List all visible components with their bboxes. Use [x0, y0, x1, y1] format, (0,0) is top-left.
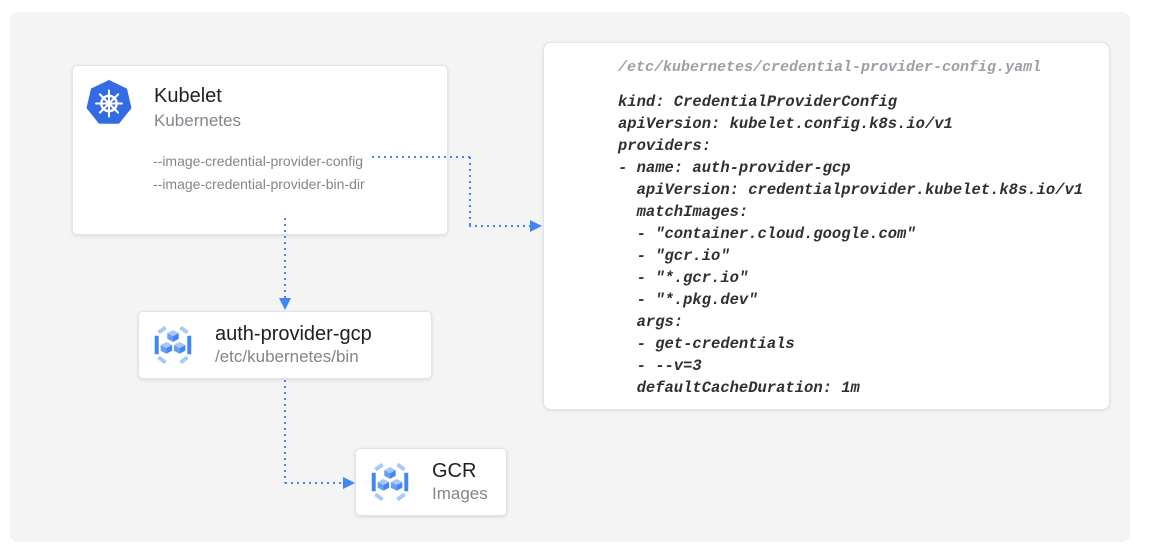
auth-provider-gcp-node: auth-provider-gcp /etc/kubernetes/bin — [138, 311, 432, 379]
connector-config-to-yaml-segment — [469, 157, 471, 226]
connector-kubelet-to-authprovider — [284, 218, 286, 299]
container-registry-icon — [368, 460, 412, 504]
credential-provider-config-panel: /etc/kubernetes/credential-provider-conf… — [543, 42, 1110, 410]
kubelet-node: Kubelet Kubernetes --image-credential-pr… — [72, 65, 448, 235]
kubernetes-icon — [85, 79, 133, 127]
kubelet-subtitle: Kubernetes — [154, 111, 241, 130]
gcr-title: GCR — [432, 460, 477, 482]
auth-provider-path: /etc/kubernetes/bin — [215, 347, 359, 366]
connector-authprovider-to-gcr-segment — [284, 380, 286, 483]
gcr-subtitle: Images — [432, 484, 488, 503]
connector-config-to-yaml-segment — [372, 156, 470, 158]
connector-config-to-yaml-segment — [469, 225, 530, 227]
auth-provider-title: auth-provider-gcp — [215, 323, 372, 345]
kubelet-flags: --image-credential-provider-config --ima… — [153, 153, 365, 192]
config-yaml-code: kind: CredentialProviderConfig apiVersio… — [618, 93, 1084, 397]
gcr-node: GCR Images — [355, 448, 507, 516]
arrowhead-down-icon — [279, 298, 291, 310]
kubelet-title: Kubelet — [154, 85, 222, 107]
arrowhead-right-icon — [343, 477, 355, 489]
arrowhead-right-icon — [530, 220, 542, 232]
container-registry-icon — [151, 323, 195, 367]
config-filename: /etc/kubernetes/credential-provider-conf… — [618, 59, 1042, 76]
connector-authprovider-to-gcr-segment — [285, 482, 343, 484]
